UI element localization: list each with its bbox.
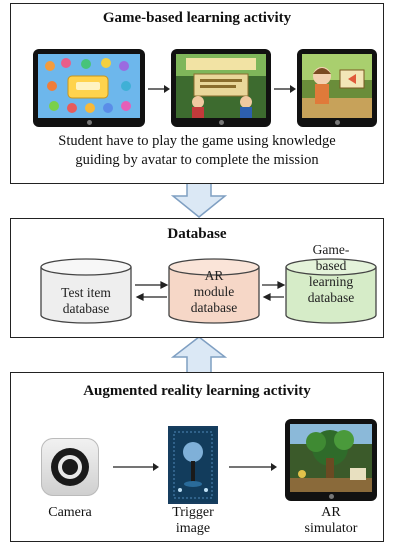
- arrows-ar-game: [262, 281, 286, 301]
- test-item-database-label: Test item database: [61, 285, 111, 316]
- database-panel: Database Test item database AR: [10, 218, 384, 338]
- game-map-screenshot: [38, 54, 140, 118]
- database-cylinders: [40, 258, 377, 324]
- database-panel-title: Database: [167, 226, 227, 242]
- ar-simulator-tablet: [285, 419, 377, 501]
- camera-label: Camera: [48, 505, 92, 520]
- camera-icon: [41, 438, 99, 496]
- caption-line-1: Student have to play the game using know…: [58, 133, 336, 149]
- arrow-trigger-simulator: [229, 463, 277, 471]
- ar-simulator-label: AR simulator: [304, 505, 358, 536]
- game-mission-screenshot: [302, 54, 372, 118]
- game-avatar-tablet: [171, 49, 271, 127]
- ar-learning-panel: Augmented reality learning activity Came…: [10, 372, 384, 542]
- arrow-right-1: [148, 85, 170, 93]
- game-based-learning-panel: Game-based learning activity: [10, 3, 384, 184]
- game-avatar-screenshot: [176, 54, 266, 118]
- test-item-database-cylinder: [40, 258, 132, 324]
- ar-panel-title: Augmented reality learning activity: [83, 383, 311, 399]
- trigger-image: [168, 426, 218, 504]
- ar-module-database-cylinder: [168, 258, 260, 324]
- game-map-tablet: [33, 49, 145, 127]
- game-mission-tablet: [297, 49, 377, 127]
- ar-simulator-screenshot: [290, 424, 372, 492]
- game-based-learning-database-label: Game- based learning database: [307, 242, 355, 305]
- game-panel-title: Game-based learning activity: [102, 10, 292, 26]
- trigger-image-label: Trigger image: [172, 505, 214, 536]
- game-panel-caption: Student have to play the game using know…: [11, 132, 383, 170]
- flow-arrow-down: [171, 181, 227, 218]
- arrow-camera-trigger: [113, 463, 159, 471]
- ar-module-database-label: AR module database: [190, 268, 238, 315]
- caption-line-2: guiding by avatar to complete the missio…: [75, 152, 319, 168]
- arrows-test-ar: [135, 281, 169, 301]
- game-based-learning-database-cylinder: [285, 258, 377, 324]
- flow-arrow-up: [171, 336, 227, 374]
- arrow-right-2: [274, 85, 296, 93]
